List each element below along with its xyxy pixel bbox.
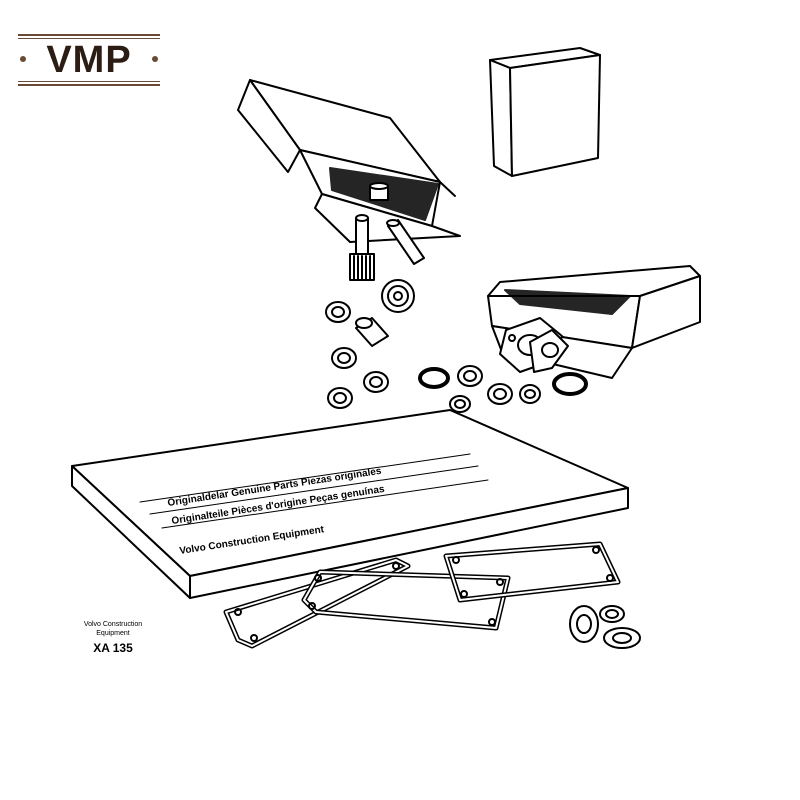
logo-text: VMP — [46, 39, 132, 81]
logo-rule-top — [18, 34, 160, 36]
sleeve — [355, 317, 389, 347]
logo-dot-left — [20, 56, 26, 62]
washers-right — [418, 365, 588, 413]
flange-gasket — [499, 317, 569, 373]
washers-left — [325, 301, 389, 409]
shaft-pin — [355, 214, 369, 255]
figure-caption: Volvo Construction Equipment XA 135 — [70, 620, 156, 655]
cover-gasket-3 — [443, 541, 621, 603]
figure-code: XA 135 — [93, 641, 133, 655]
cover-gasket-1 — [223, 557, 411, 649]
logo-rule-top-thin — [18, 38, 160, 39]
parts-book: Originaldelar Genuine Parts Piezas origi… — [71, 409, 629, 599]
closed-box — [489, 47, 601, 177]
open-box-right — [487, 265, 701, 379]
open-box-upper — [237, 79, 461, 243]
spline-gear — [349, 253, 375, 281]
logo-rule-bottom-thin — [18, 81, 160, 82]
caption-company-line-2: Equipment — [96, 630, 130, 637]
small-bushing — [369, 182, 389, 201]
logo-rule-bottom — [18, 84, 160, 86]
logo-dot-right — [152, 56, 158, 62]
gear-wheel — [381, 279, 415, 313]
roller-pin — [386, 219, 425, 265]
vmp-logo: VMP — [18, 34, 160, 86]
caption-company-line-1: Volvo Construction — [83, 621, 143, 628]
seal-rings — [569, 605, 641, 649]
cover-gasket-2 — [301, 569, 511, 631]
